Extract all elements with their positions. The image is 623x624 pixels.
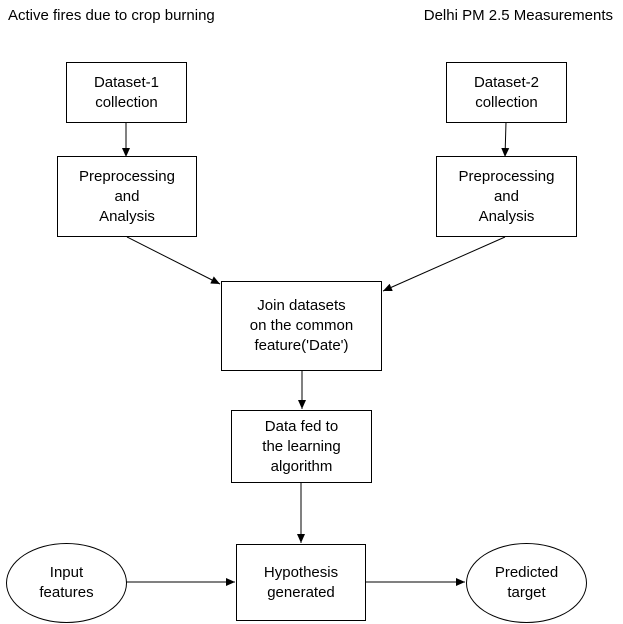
preprocessing-analysis-box-2: Preprocessing and Analysis [436,156,577,237]
join-datasets-box: Join datasets on the common feature('Dat… [221,281,382,371]
hypothesis-generated-box: Hypothesis generated [236,544,366,621]
predicted-target-ellipse: Predicted target [466,543,587,623]
dataset-1-collection-box: Dataset-1 collection [66,62,187,123]
dataset-2-collection-box: Dataset-2 collection [446,62,567,123]
right-dataset-title: Delhi PM 2.5 Measurements [423,7,613,24]
preprocessing-analysis-box-1: Preprocessing and Analysis [57,156,197,237]
arrow-preprocess2-to-join [382,236,506,292]
data-fed-box: Data fed to the learning algorithm [231,410,372,483]
input-features-ellipse: Input features [6,543,127,623]
arrow-preprocess1-to-join [126,236,221,285]
arrow-dataset2-to-preprocess2 [501,121,510,158]
left-dataset-title: Active fires due to crop burning [8,7,215,24]
